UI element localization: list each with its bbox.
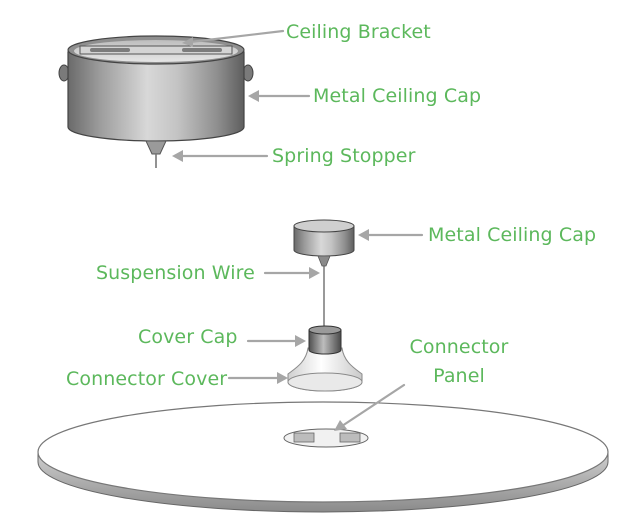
label-ceiling-bracket: Ceiling Bracket	[286, 21, 431, 43]
arrowhead-spring-stopper	[172, 150, 183, 162]
label-suspension-wire: Suspension Wire	[96, 262, 255, 284]
connector-terminal-right	[339, 432, 361, 443]
small-cap-top	[293, 219, 355, 233]
arrowhead-cover-cap	[295, 335, 306, 347]
arrowhead-metal-ceiling-cap-small	[358, 229, 369, 241]
arrowhead-connector-cover	[277, 372, 288, 384]
label-cover-cap: Cover Cap	[138, 326, 238, 348]
arrowhead-suspension-wire	[309, 267, 320, 279]
connector-terminal-left	[293, 432, 315, 443]
small-ceiling-cap	[293, 219, 355, 267]
lamp-disc-panel	[37, 401, 609, 513]
top-ceiling-cap-assembly	[58, 35, 254, 168]
arrowhead-connector-panel	[334, 420, 347, 431]
label-metal-ceiling-cap-top: Metal Ceiling Cap	[313, 85, 482, 107]
bracket-slot-right	[182, 48, 222, 52]
spring-stopper	[145, 140, 167, 155]
arrow-connector-panel	[340, 383, 406, 428]
connector-cover-assembly	[287, 325, 363, 392]
cap-body	[67, 51, 245, 142]
label-connector-cover: Connector Cover	[66, 368, 228, 390]
arrow-ceiling-bracket	[188, 29, 285, 44]
arrowhead-ceiling-bracket	[182, 37, 193, 47]
connector-cover-base	[287, 372, 363, 392]
leader-arrows	[172, 29, 424, 431]
label-spring-stopper: Spring Stopper	[272, 145, 416, 167]
small-cap-stopper	[317, 255, 331, 267]
label-connector-panel: Connector Panel	[409, 336, 509, 387]
arrowhead-metal-ceiling-cap-top	[248, 90, 259, 102]
label-metal-ceiling-cap-small: Metal Ceiling Cap	[428, 224, 597, 246]
cover-cap	[308, 329, 342, 355]
disc-surface	[37, 401, 609, 503]
cover-cap-top	[308, 325, 342, 335]
bracket-slot-left	[90, 48, 130, 52]
